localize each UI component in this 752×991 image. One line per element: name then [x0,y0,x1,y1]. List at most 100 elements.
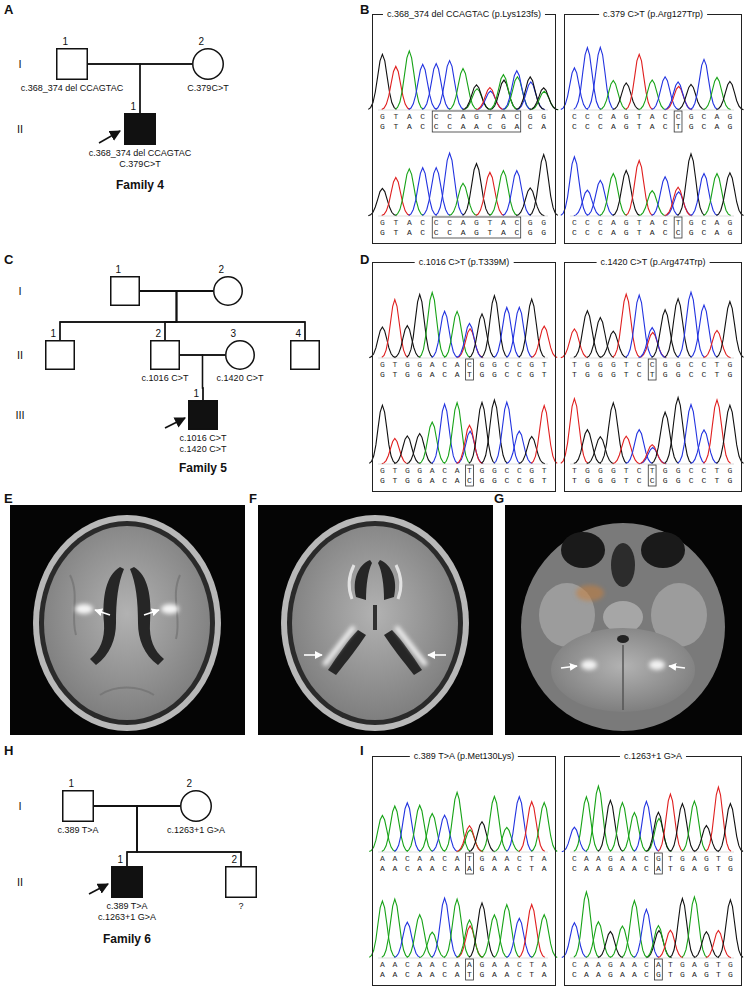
family-label: Family 5 [179,462,227,476]
base-call-row: C A A G A A C G T G A G T G [572,854,734,864]
chromatogram-peak [531,326,557,357]
chromatogram-peak [682,801,707,851]
panel-letter: C [4,253,13,268]
chromatogram-peak [598,800,623,851]
chromatogram-peak [494,827,520,851]
symbol-outline [193,49,224,80]
variant-label: C.379C>T [187,83,228,94]
base-call-row: G T A C C C A A C G A C A [380,122,548,132]
chromatogram-peak [639,191,666,216]
male-symbol: 1 [45,340,75,370]
mri-image [611,543,635,587]
mri-image [324,627,426,665]
base-call-row: G T G G A C A C G G C C G T [380,476,548,486]
chromatogram-peak [574,892,599,958]
base-call-row: G T A C C C A G T A C G G [380,228,548,238]
chromatogram-peak [574,311,601,358]
symbol-outline [188,400,218,430]
chromatogram-peak [503,171,531,216]
individual-number: 2 [155,328,161,339]
chromatogram-peak [652,412,679,463]
panel-letter: A [4,3,13,18]
variant-label: c.1263+1 G>A [167,825,225,836]
variant-label: c.1420 C>T [180,444,227,455]
base-call-row: C A A G A A C G T G A G T G [572,970,734,980]
chromatogram-peak [610,803,635,852]
panel-frame [565,15,742,244]
base-call-row: G T G G A C A C G G C C G T [380,360,548,370]
panel-letter: B [360,3,369,18]
chromatogram-peak [516,188,544,216]
individual-number: 2 [218,264,224,275]
individual-number: 1 [193,388,199,399]
chromatogram-peak [456,920,482,958]
symbol-outline [63,791,94,822]
pedigree-line [140,291,177,340]
chromatogram-peak [407,294,433,357]
chromatogram-peak [658,930,683,958]
mri-image [130,567,164,665]
panel-title: c.1263+1 G>A [620,751,686,761]
variant-label: c.1016 C>T [142,373,189,384]
chromatogram-baseline [378,110,548,111]
chromatogram-baseline [570,216,734,217]
female-symbol: 2C.379C>T [192,48,224,80]
chromatogram-baseline [378,358,548,359]
variant-label: c.389 T>A [57,825,98,836]
panel-letter: E [4,492,13,507]
mri-image [10,505,245,735]
panel-frame [373,263,556,492]
mri-image [292,526,458,720]
base-call-row: C C C A G T A C T G C A G [572,218,734,228]
chromatogram-peak [530,88,558,110]
chromatogram-peak [716,173,743,216]
panel-title: c.389 T>A (p.Met130Lys) [410,751,518,761]
mri-image [95,610,110,615]
individual-number: 2 [186,778,192,789]
chromatogram-peak [703,174,730,216]
chromatogram-peak [444,792,470,851]
chromatogram-peak [394,326,420,358]
base-call-row: C C C A G T A C C G C A G [572,112,734,122]
individual-number: 2 [231,854,237,865]
symbol-outline [225,340,255,370]
variant-label: ? [238,901,243,912]
chromatogram-peak [369,405,395,463]
chromatogram-peak [690,430,717,464]
base-call-row: C C C A G T A C C G C A G [572,228,734,238]
base-call-row: T G G G T C T G G C C T G [572,370,734,380]
male-symbol: 1c.389 T>A [62,790,94,822]
base-call-row: A A C A A C A T G A A C T A [380,970,548,980]
symbol-outline [189,401,218,430]
symbol-outline [57,49,88,80]
base-call-row: T G G G T C C G G C C T G [572,360,734,370]
mri-image [258,505,493,735]
generation-label: III [15,409,24,422]
chromatogram-peak [682,897,707,957]
panel-frame [565,263,742,492]
panel-title: c.379 C>T (p.Arg127Trp) [599,9,707,19]
chromatogram-baseline [378,464,548,465]
variant-label: c.1016 C>T [180,433,227,444]
individual-number: 1 [50,328,56,339]
chromatogram-peak [382,66,410,109]
panel-frame [373,15,556,244]
chromatogram-peak [469,314,495,358]
chromatogram-peak [531,406,557,464]
chromatogram-peak [432,311,458,357]
generation-label: I [18,800,21,813]
chromatogram-peak [587,47,614,109]
symbol-outline [226,867,257,898]
generation-label: II [17,876,23,889]
chromatogram-peak [432,815,458,851]
chromatogram-peak [494,402,520,463]
chromatogram-peak [613,83,640,110]
chromatogram-baseline [570,852,734,853]
chromatogram-peak [658,794,683,851]
chromatogram-peak [718,804,743,852]
chromatogram-baseline [570,110,734,111]
chromatogram-peak [436,61,464,110]
chromatogram-peak [600,80,627,109]
symbol-outline [225,866,257,898]
mri-image [561,666,577,668]
